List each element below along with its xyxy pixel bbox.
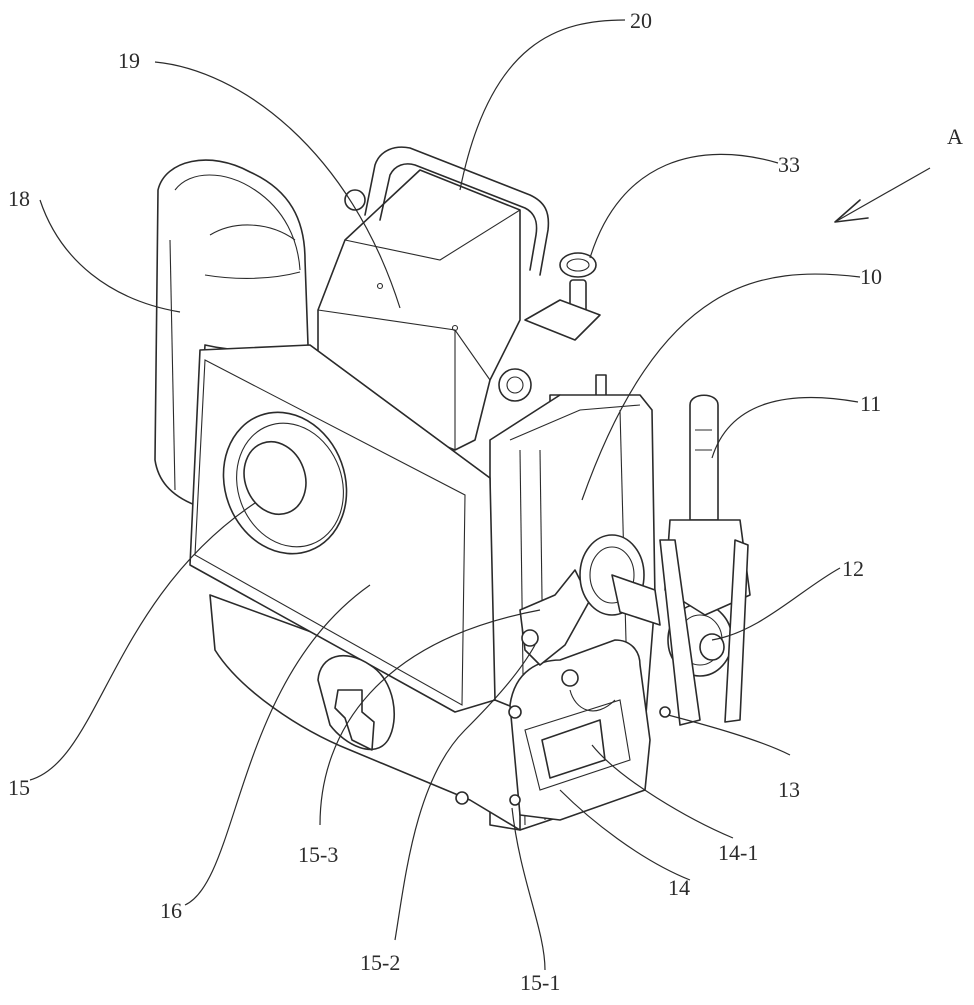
label-15: 15 xyxy=(8,775,30,800)
logo-recess xyxy=(317,654,395,751)
leader-16 xyxy=(184,584,371,906)
leader-12 xyxy=(711,567,841,641)
view-arrow-a xyxy=(834,167,931,223)
leader-14-1 xyxy=(591,744,734,839)
label-18: 18 xyxy=(8,186,30,211)
label-14: 14 xyxy=(668,875,690,900)
side-door xyxy=(508,569,651,821)
leader-10 xyxy=(581,273,861,501)
label-16: 16 xyxy=(160,898,182,923)
leader-15 xyxy=(29,502,256,781)
leader-18 xyxy=(39,199,181,313)
reference-labels: 20 19 18 33 A 10 11 12 13 14-1 14 15 15-… xyxy=(8,8,963,995)
label-15-1: 15-1 xyxy=(520,970,560,995)
label-a: A xyxy=(947,124,963,149)
label-19: 19 xyxy=(118,48,140,73)
leader-19 xyxy=(154,61,401,309)
upper-box xyxy=(317,169,521,451)
leader-15-1 xyxy=(511,807,546,971)
leader-15-2 xyxy=(394,644,536,941)
leader-13 xyxy=(667,714,791,756)
lever-arm xyxy=(659,394,751,726)
leader-15-3 xyxy=(319,609,541,826)
label-13: 13 xyxy=(778,777,800,802)
label-20: 20 xyxy=(630,8,652,33)
label-11: 11 xyxy=(860,391,881,416)
leader-lines xyxy=(29,19,861,971)
label-33: 33 xyxy=(778,152,800,177)
label-12: 12 xyxy=(842,556,864,581)
leader-11 xyxy=(711,396,859,459)
lock-pin-assembly xyxy=(498,252,607,421)
label-15-2: 15-2 xyxy=(360,950,400,975)
carry-handle xyxy=(344,146,550,276)
rear-cylinder-housing xyxy=(154,159,309,506)
leader-14 xyxy=(559,789,691,881)
lens-assembly xyxy=(222,411,348,555)
leader-33 xyxy=(589,153,779,259)
label-14-1: 14-1 xyxy=(718,840,758,865)
label-15-3: 15-3 xyxy=(298,842,338,867)
label-10: 10 xyxy=(860,264,882,289)
leader-20 xyxy=(459,19,626,191)
